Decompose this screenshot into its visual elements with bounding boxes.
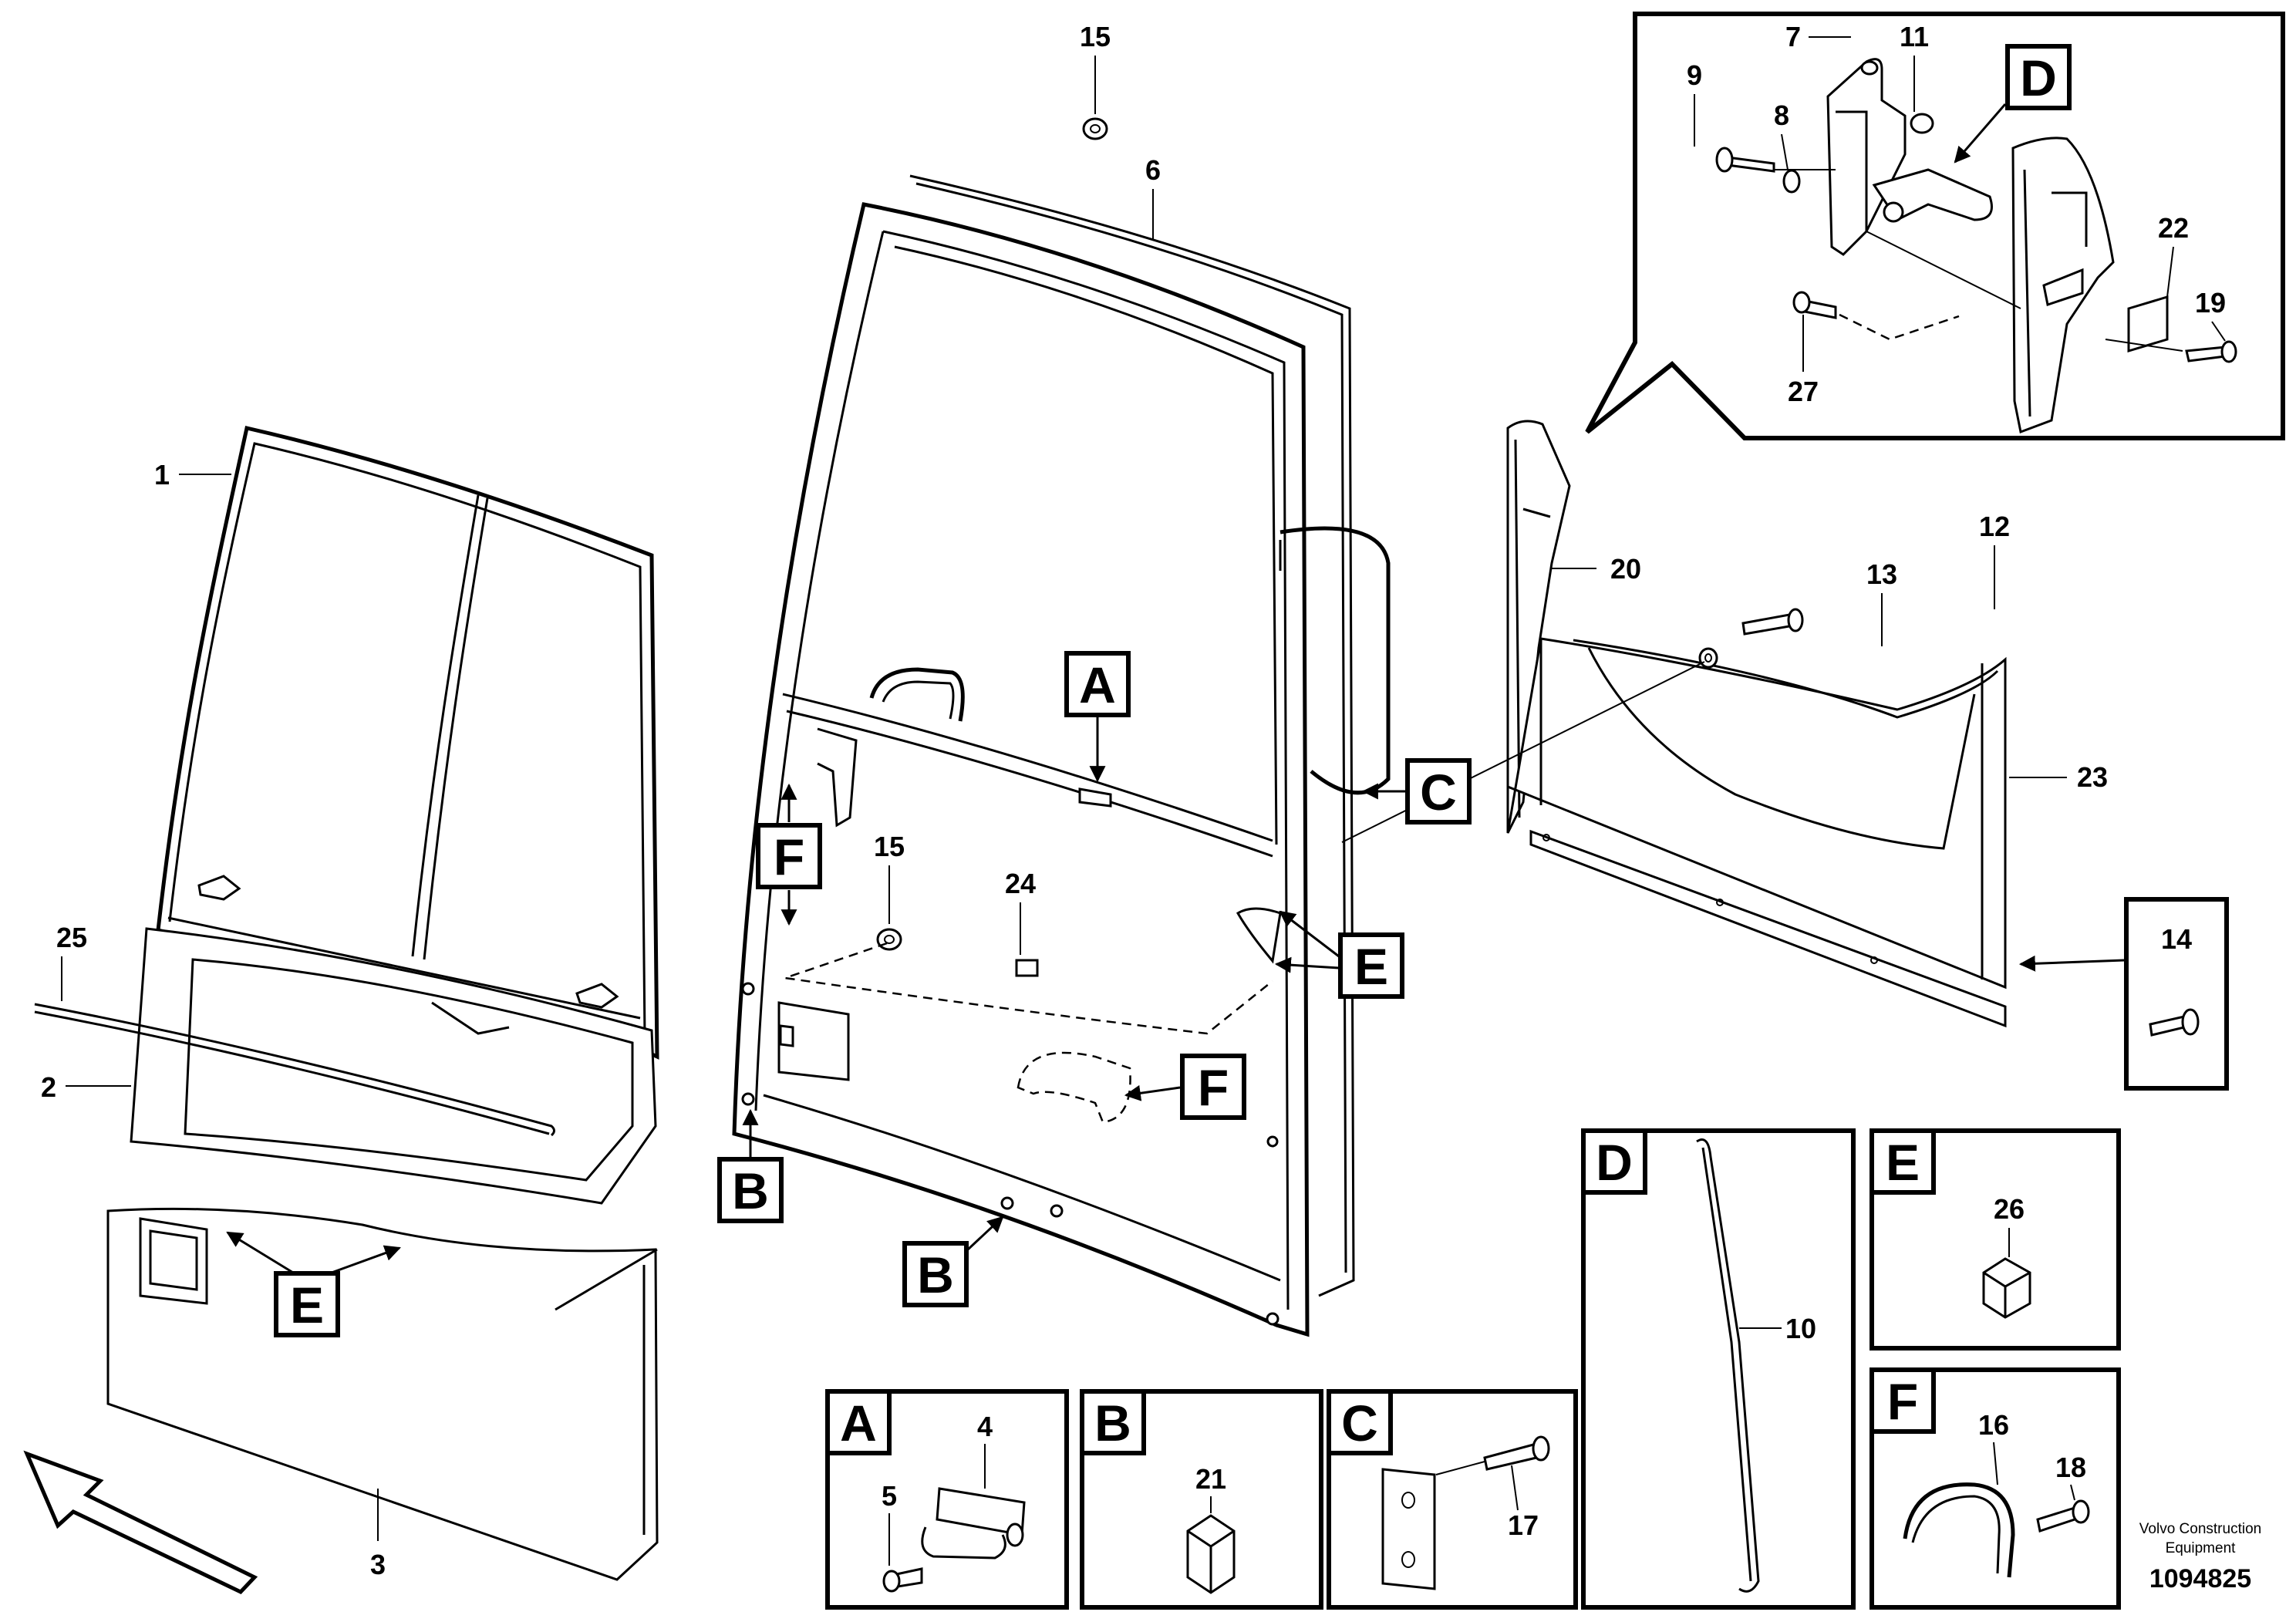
detail-letter-f: F xyxy=(1887,1373,1918,1430)
detail-letter-d: D xyxy=(1596,1134,1633,1191)
door-frame xyxy=(732,174,1391,1337)
callout-letter-e-left: E xyxy=(290,1276,324,1334)
part-label-5: 5 xyxy=(882,1480,897,1512)
callout-letter-f-lower: F xyxy=(1198,1059,1229,1116)
callout-letter-e-main: E xyxy=(1354,938,1388,995)
detail-box-c: C 17 xyxy=(1327,1389,1578,1610)
credit-block: Volvo Construction Equipment 1094825 xyxy=(2139,1521,2261,1593)
document-number: 1094825 xyxy=(2149,1564,2251,1593)
detail-box-d: D 10 xyxy=(1581,1128,1856,1610)
lower-panel xyxy=(106,1207,659,1581)
credit-line-1: Volvo Construction xyxy=(2139,1521,2261,1537)
detail-box-b: B 21 xyxy=(1080,1389,1323,1610)
part-label-7: 7 xyxy=(1785,21,1801,52)
part-label-27: 27 xyxy=(1788,376,1819,407)
callout-box-d-top: D xyxy=(1954,44,2072,164)
part-label-18: 18 xyxy=(2055,1452,2086,1483)
part-label-12: 12 xyxy=(1979,511,2010,542)
callout-e-main: E xyxy=(1274,910,1404,999)
trim-panel xyxy=(1506,637,2007,990)
detail-letter-c: C xyxy=(1341,1394,1378,1452)
upper-window-glass xyxy=(156,425,659,1060)
part-label-9: 9 xyxy=(1687,59,1702,91)
part-label-21: 21 xyxy=(1195,1463,1226,1495)
detail-letter-e: E xyxy=(1886,1134,1920,1191)
front-direction-arrow xyxy=(23,1450,258,1595)
detail-box-f: F 16 18 xyxy=(1870,1367,2121,1610)
part-label-20: 20 xyxy=(1610,553,1641,585)
part-label-11: 11 xyxy=(1900,21,1929,52)
part-label-23: 23 xyxy=(2077,761,2108,793)
part-label-2: 2 xyxy=(41,1071,56,1103)
part-label-19: 19 xyxy=(2195,287,2226,319)
callout-letter-c-main: C xyxy=(1420,764,1457,821)
part-label-16: 16 xyxy=(1978,1409,2009,1441)
part-label-8: 8 xyxy=(1774,99,1789,131)
detail-letter-a: A xyxy=(840,1394,877,1452)
part-label-4: 4 xyxy=(977,1411,993,1442)
callout-a-main: A xyxy=(1064,651,1131,783)
callout-letter-f-upper: F xyxy=(774,828,804,885)
callout-letter-d-top: D xyxy=(2020,49,2057,106)
bolt-12 xyxy=(1741,608,1804,636)
credit-line-2: Equipment xyxy=(2166,1540,2237,1556)
detail-box-latch xyxy=(1585,12,2285,440)
lower-strip xyxy=(1529,829,2007,1028)
handle-f-outline xyxy=(1017,1051,1131,1124)
washer-13 xyxy=(1698,647,1718,669)
callout-c-main: C xyxy=(1361,758,1472,824)
detail-letter-b: B xyxy=(1094,1394,1131,1452)
part-label-13: 13 xyxy=(1866,558,1897,590)
middle-panel xyxy=(130,927,657,1205)
inner-handle xyxy=(869,667,965,722)
clip xyxy=(1015,959,1039,977)
part-label-14: 14 xyxy=(2161,923,2192,955)
rubber-strip xyxy=(34,1003,555,1137)
part-label-10: 10 xyxy=(1785,1313,1816,1344)
part-label-24: 24 xyxy=(1005,868,1036,899)
part-label-26: 26 xyxy=(1994,1193,2025,1225)
callout-f-upper: F xyxy=(756,783,822,926)
callout-e-left: E xyxy=(226,1231,401,1337)
door-latch xyxy=(817,727,858,828)
callout-b-bottom: B xyxy=(902,1216,1004,1307)
rubber-stopper-mid xyxy=(876,928,902,951)
detail-box-14: 14 xyxy=(2018,897,2229,1091)
bracket-a xyxy=(1078,787,1112,808)
callout-b-left: B xyxy=(717,1108,784,1223)
callout-letter-b-bottom: B xyxy=(917,1246,954,1303)
part-label-1: 1 xyxy=(154,459,170,491)
rubber-stopper-top xyxy=(1082,117,1108,140)
detail-box-a: A 4 5 xyxy=(825,1389,1069,1610)
part-label-15-mid: 15 xyxy=(874,831,905,862)
part-label-22: 22 xyxy=(2158,212,2189,244)
leader-13-door xyxy=(1341,661,1705,843)
detail-box-e: E 26 xyxy=(1870,1128,2121,1351)
part-labels: 1 2 3 6 15 15 24 25 20 12 13 23 7 11 9 8… xyxy=(41,21,2226,1580)
callout-letter-a-main: A xyxy=(1079,656,1116,713)
part-label-17: 17 xyxy=(1508,1509,1539,1541)
callout-f-lower: F xyxy=(1124,1054,1246,1120)
dashed-leader-15 xyxy=(784,942,1273,1035)
callout-letter-b-left: B xyxy=(732,1162,769,1219)
part-label-3: 3 xyxy=(370,1549,386,1580)
part-label-25: 25 xyxy=(56,922,87,953)
part-label-15-top: 15 xyxy=(1080,21,1111,52)
block-on-door xyxy=(1236,907,1282,964)
part-label-6: 6 xyxy=(1145,154,1161,186)
